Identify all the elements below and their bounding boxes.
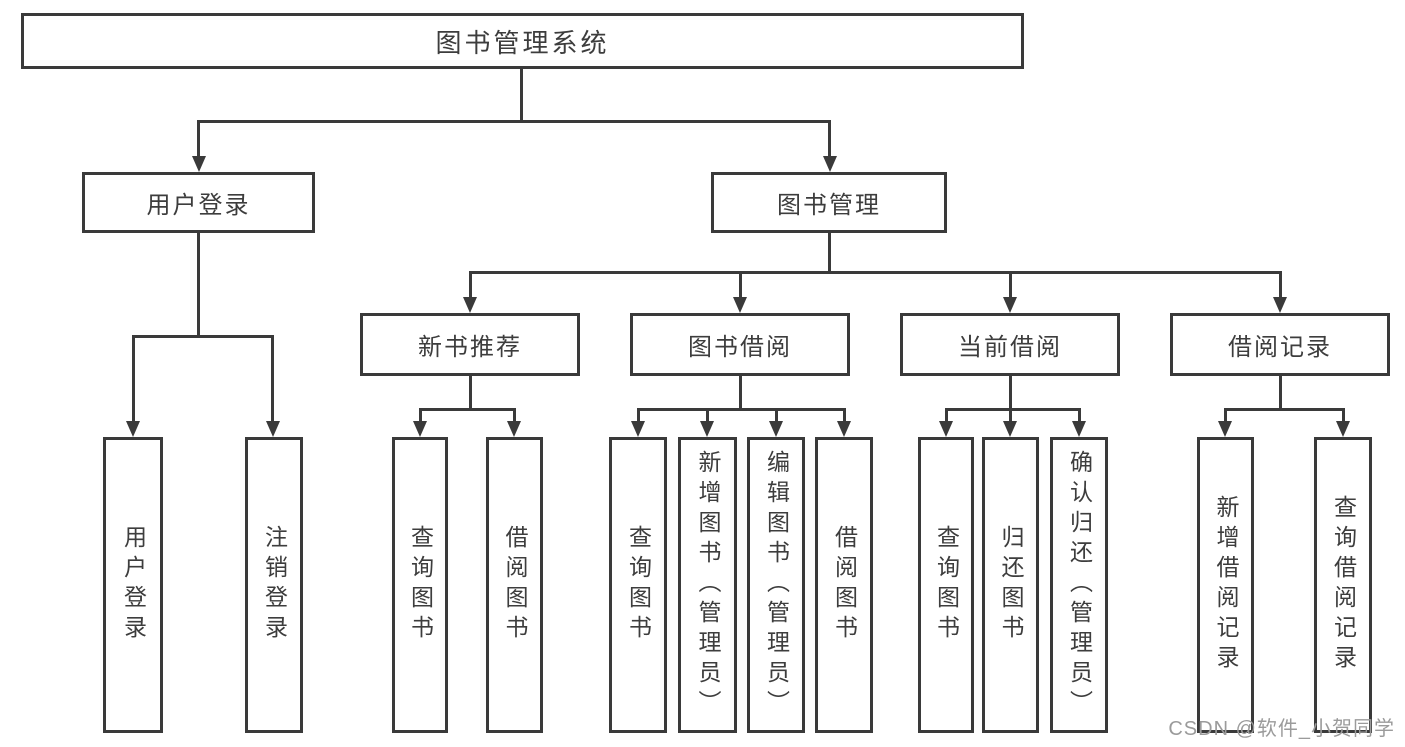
connector-bookmgmt-stem-4 bbox=[1279, 271, 1282, 299]
connector-bookmgmt-hline bbox=[469, 271, 1282, 274]
arrow-current-leaf-3 bbox=[1072, 421, 1086, 437]
arrow-to-leaf-user-login bbox=[126, 421, 140, 437]
leaf-confirm-return-admin-label: 确认归还（管理员） bbox=[1066, 450, 1093, 720]
connector-root-stem-left bbox=[197, 120, 200, 158]
connector-bookmgmt-stem-1 bbox=[469, 271, 472, 299]
connector-recommend-stem-1 bbox=[419, 408, 422, 423]
connector-current-stem-2 bbox=[1009, 408, 1012, 423]
node-borrow-records: 借阅记录 bbox=[1170, 313, 1390, 376]
arrow-to-borrow-records bbox=[1273, 297, 1287, 313]
node-root-label: 图书管理系统 bbox=[435, 27, 610, 58]
leaf-borrow-books: 借阅图书 bbox=[815, 437, 873, 733]
connector-records-stem-1 bbox=[1224, 408, 1227, 423]
node-user-login: 用户登录 bbox=[82, 172, 315, 233]
watermark: CSDN @软件_小贺同学 bbox=[1168, 718, 1395, 740]
connector-current-vline bbox=[1009, 376, 1012, 408]
leaf-recommend-borrow-books-label: 借阅图书 bbox=[502, 525, 528, 645]
connector-bookmgmt-vline bbox=[828, 233, 831, 271]
arrow-to-book-management bbox=[823, 156, 837, 172]
arrow-borrow-leaf-3 bbox=[769, 421, 783, 437]
arrow-to-new-book-recommend bbox=[463, 297, 477, 313]
connector-borrow-stem-1 bbox=[637, 408, 640, 423]
connector-recommend-stem-2 bbox=[513, 408, 516, 423]
leaf-edit-books-admin-label: 编辑图书（管理员） bbox=[763, 450, 790, 720]
node-root: 图书管理系统 bbox=[21, 13, 1024, 69]
arrow-records-leaf-2 bbox=[1336, 421, 1350, 437]
arrow-borrow-leaf-2 bbox=[700, 421, 714, 437]
connector-borrow-vline bbox=[739, 376, 742, 408]
leaf-add-borrow-record-label: 新增借阅记录 bbox=[1213, 495, 1239, 675]
connector-recommend-hline bbox=[419, 408, 516, 411]
arrow-to-user-login bbox=[192, 156, 206, 172]
arrow-to-leaf-logout bbox=[266, 421, 280, 437]
leaf-query-borrow-record-label: 查询借阅记录 bbox=[1330, 495, 1357, 675]
connector-userlogin-vline bbox=[197, 233, 200, 335]
leaf-recommend-query-books: 查询图书 bbox=[392, 437, 448, 733]
connector-root-stem-right bbox=[828, 120, 831, 158]
connector-records-vline bbox=[1279, 376, 1282, 408]
connector-userlogin-stem-1 bbox=[132, 335, 135, 423]
connector-borrow-stem-3 bbox=[775, 408, 778, 423]
node-current-borrow: 当前借阅 bbox=[900, 313, 1120, 376]
node-book-management: 图书管理 bbox=[711, 172, 947, 233]
connector-borrow-stem-2 bbox=[706, 408, 709, 423]
leaf-recommend-borrow-books: 借阅图书 bbox=[486, 437, 543, 733]
connector-borrow-hline bbox=[637, 408, 846, 411]
arrow-borrow-leaf-4 bbox=[837, 421, 851, 437]
node-current-borrow-label: 当前借阅 bbox=[958, 334, 1062, 361]
leaf-current-query-books-label: 查询图书 bbox=[933, 525, 960, 645]
connector-records-hline bbox=[1224, 408, 1345, 411]
leaf-recommend-query-books-label: 查询图书 bbox=[407, 525, 434, 645]
arrow-borrow-leaf-1 bbox=[631, 421, 645, 437]
leaf-add-books-admin-label: 新增图书（管理员） bbox=[695, 450, 721, 720]
leaf-query-borrow-record: 查询借阅记录 bbox=[1314, 437, 1372, 733]
connector-root-hline bbox=[197, 120, 831, 123]
leaf-add-books-admin: 新增图书（管理员） bbox=[678, 437, 737, 733]
node-book-management-label: 图书管理 bbox=[777, 192, 881, 219]
arrow-current-leaf-1 bbox=[939, 421, 953, 437]
leaf-confirm-return-admin: 确认归还（管理员） bbox=[1050, 437, 1108, 733]
arrow-records-leaf-1 bbox=[1218, 421, 1232, 437]
connector-bookmgmt-stem-2 bbox=[739, 271, 742, 299]
connector-current-stem-3 bbox=[1078, 408, 1081, 423]
leaf-borrow-query-books: 查询图书 bbox=[609, 437, 667, 733]
node-book-borrow: 图书借阅 bbox=[630, 313, 850, 376]
leaf-logout: 注销登录 bbox=[245, 437, 303, 733]
leaf-user-login: 用户登录 bbox=[103, 437, 163, 733]
leaf-edit-books-admin: 编辑图书（管理员） bbox=[747, 437, 805, 733]
connector-recommend-vline bbox=[469, 376, 472, 408]
leaf-logout-label: 注销登录 bbox=[261, 525, 288, 645]
connector-userlogin-stem-2 bbox=[271, 335, 274, 423]
connector-bookmgmt-stem-3 bbox=[1009, 271, 1012, 299]
leaf-return-books-label: 归还图书 bbox=[998, 525, 1024, 645]
leaf-borrow-query-books-label: 查询图书 bbox=[625, 525, 652, 645]
connector-current-hline bbox=[945, 408, 1081, 411]
leaf-user-login-label: 用户登录 bbox=[120, 525, 147, 645]
node-new-book-recommend: 新书推荐 bbox=[360, 313, 580, 376]
arrow-to-current-borrow bbox=[1003, 297, 1017, 313]
connector-records-stem-2 bbox=[1342, 408, 1345, 423]
connector-current-stem-1 bbox=[945, 408, 948, 423]
node-borrow-records-label: 借阅记录 bbox=[1228, 334, 1332, 361]
arrow-recommend-leaf-1 bbox=[413, 421, 427, 437]
connector-userlogin-hline bbox=[132, 335, 274, 338]
leaf-borrow-books-label: 借阅图书 bbox=[831, 525, 858, 645]
leaf-return-books: 归还图书 bbox=[982, 437, 1039, 733]
arrow-current-leaf-2 bbox=[1003, 421, 1017, 437]
node-book-borrow-label: 图书借阅 bbox=[688, 334, 792, 361]
leaf-add-borrow-record: 新增借阅记录 bbox=[1197, 437, 1254, 733]
connector-borrow-stem-4 bbox=[843, 408, 846, 423]
arrow-recommend-leaf-2 bbox=[507, 421, 521, 437]
node-new-book-recommend-label: 新书推荐 bbox=[418, 334, 522, 361]
connector-root-vline bbox=[520, 68, 523, 120]
leaf-current-query-books: 查询图书 bbox=[918, 437, 974, 733]
node-user-login-label: 用户登录 bbox=[146, 192, 251, 219]
arrow-to-book-borrow bbox=[733, 297, 747, 313]
